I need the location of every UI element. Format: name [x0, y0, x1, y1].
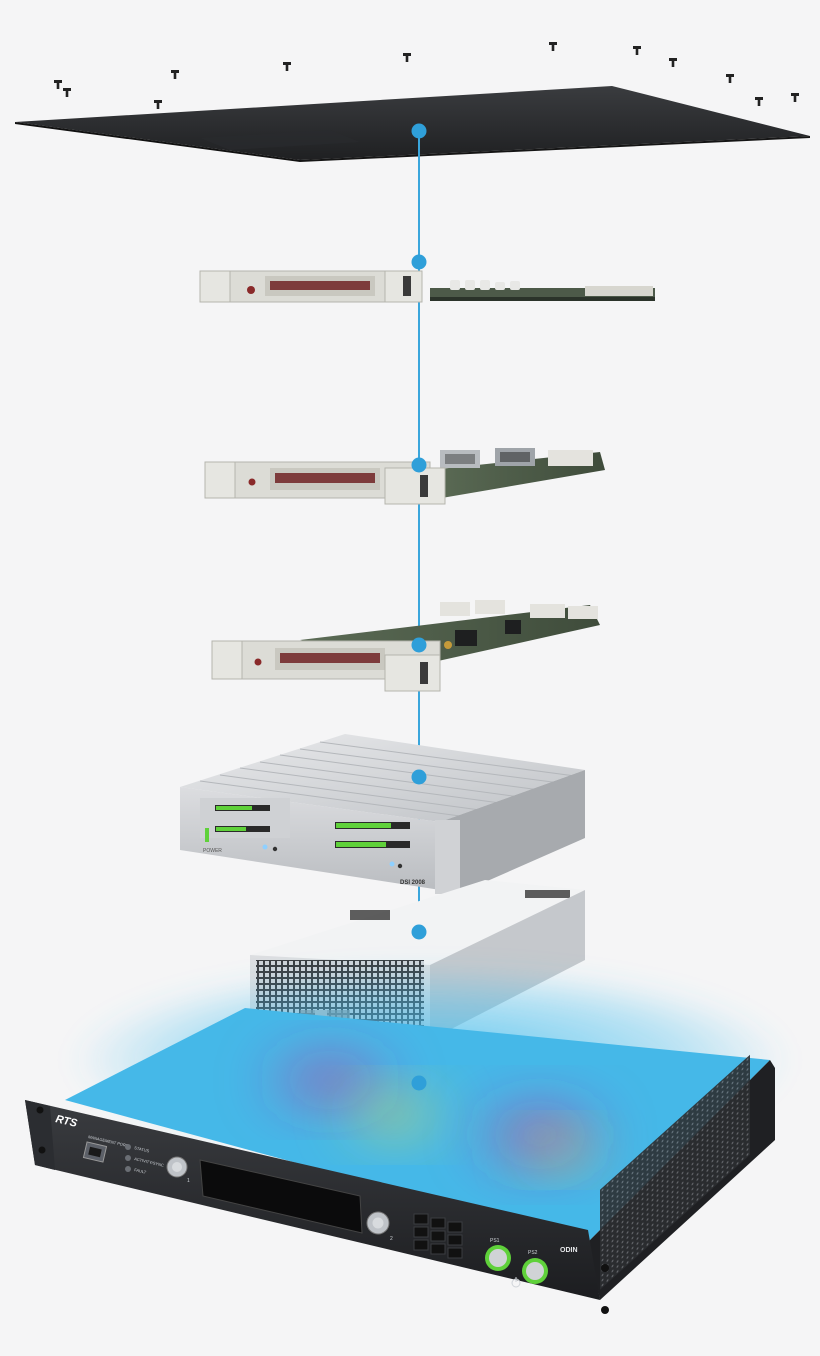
power-label: POWER: [203, 848, 222, 854]
psu-button-2[interactable]: [522, 1258, 548, 1284]
status-label-status: STATUS: [134, 1145, 150, 1153]
screw-icon: [63, 88, 71, 97]
led-bar: [215, 805, 270, 832]
interface-card-3: [211, 600, 600, 692]
connector-dot: [411, 924, 427, 940]
screw-icon: [283, 62, 291, 71]
screw-icon: [171, 70, 179, 79]
connector-dot: [411, 1075, 427, 1091]
psu-button-1[interactable]: [485, 1245, 511, 1271]
connector-dot: [411, 457, 427, 473]
glow-colors: [255, 1050, 615, 1170]
top-cover-plate: [15, 86, 810, 162]
screw-icon: [549, 42, 557, 51]
ethernet-port-icon: [82, 1141, 108, 1163]
status-indicators: STATUS ACTIVITY/SYNC FAULT: [125, 1144, 164, 1175]
power-icon: [511, 1277, 521, 1288]
psu-label-1: PS1: [490, 1238, 500, 1244]
knob-label-1: 1: [187, 1178, 190, 1184]
status-label-fault: FAULT: [134, 1167, 148, 1175]
status-label-activity-sync: ACTIVITY/SYNC: [134, 1156, 165, 1168]
connector-dot: [411, 637, 427, 653]
screw-icon: [403, 53, 411, 62]
screw-icon: [54, 80, 62, 89]
keypad: [413, 1213, 463, 1259]
screws: [54, 42, 799, 109]
connector-dots: [411, 123, 427, 1091]
expansion-module: POWER DSI 2008: [180, 734, 585, 894]
psu-label-2: PS2: [528, 1250, 538, 1256]
screw-icon: [154, 100, 162, 109]
knob-label-2: 2: [390, 1236, 393, 1242]
rts-logo: RTS: [54, 1113, 79, 1130]
interface-card-2: [204, 448, 605, 505]
model-label: DSI 2008: [400, 880, 426, 886]
odin-main-frame: RTS MANAGEMENT PORT STATUS ACTIVITY/SYNC…: [25, 1008, 775, 1314]
screw-icon: [726, 74, 734, 83]
connector-dot: [411, 769, 427, 785]
screw-icon: [791, 93, 799, 102]
screw-icon: [755, 97, 763, 106]
screw-icon: [669, 58, 677, 67]
led-bar: [335, 822, 410, 848]
display-window: [199, 1159, 363, 1234]
product-name: ODIN: [560, 1247, 578, 1254]
connector-dot: [411, 123, 427, 139]
interface-card-1: [199, 270, 655, 303]
rotary-knob-2[interactable]: [366, 1211, 390, 1235]
connector-dot: [411, 254, 427, 270]
rotary-knob-1[interactable]: [166, 1156, 188, 1178]
screw-icon: [633, 46, 641, 55]
